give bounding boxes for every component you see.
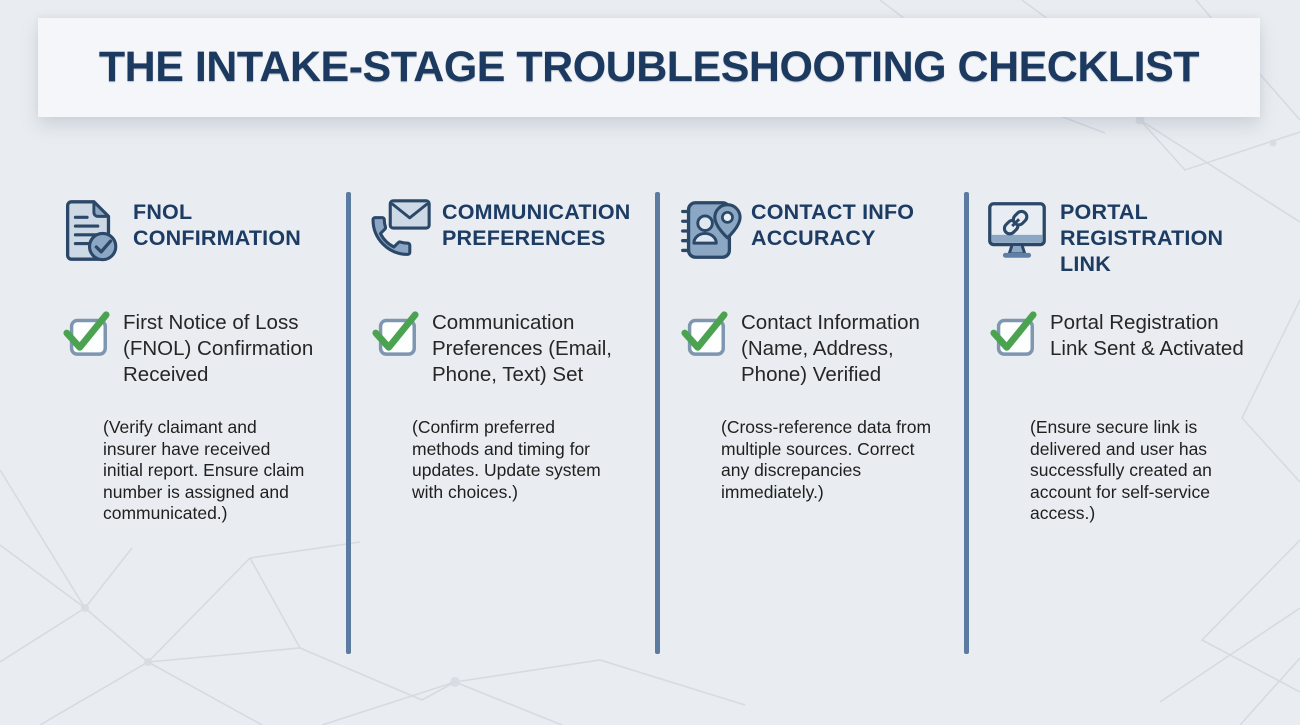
checklist-item-label: Contact Information (Name, Address, Phon… (741, 311, 920, 386)
column-header-row: CONTACT INFO ACCURACY (673, 194, 951, 266)
phone-envelope-icon (364, 194, 434, 266)
column-contact-info-accuracy: CONTACT INFO ACCURACY Contact Informatio… (673, 192, 951, 654)
column-communication-preferences: COMMUNICATION PREFERENCES Communication … (364, 192, 642, 654)
monitor-link-icon (982, 194, 1052, 266)
column-title: FNOL CONFIRMATION (133, 200, 302, 250)
document-check-icon (55, 194, 125, 266)
page-title: THE INTAKE-STAGE TROUBLESHOOTING CHECKLI… (98, 43, 1200, 91)
column-title: COMMUNICATION PREFERENCES (442, 200, 631, 250)
checklist-item-note: (Cross-reference data from multiple sour… (721, 417, 932, 502)
checkbox-portal-link-activated[interactable] (986, 308, 1040, 363)
column-header-row: FNOL CONFIRMATION (55, 194, 333, 266)
column-divider (346, 192, 351, 654)
checkbox-communication-set[interactable] (368, 308, 422, 363)
checklist-item-note: (Confirm preferred methods and timing fo… (412, 417, 601, 502)
column-divider (964, 192, 969, 654)
checklist-item-row: First Notice of Loss (FNOL) Confirmation… (59, 310, 333, 388)
checklist-item-label: First Notice of Loss (FNOL) Confirmation… (123, 311, 314, 386)
checklist-item-row: Portal Registration Link Sent & Activate… (986, 310, 1260, 363)
title-card: THE INTAKE-STAGE TROUBLESHOOTING CHECKLI… (38, 18, 1260, 117)
column-header-row: PORTAL REGISTRATION LINK (982, 194, 1260, 277)
contact-book-location-icon (673, 194, 743, 266)
checklist-item-label: Portal Registration Link Sent & Activate… (1050, 311, 1244, 360)
checklist-item-label: Communication Preferences (Email, Phone,… (432, 311, 613, 386)
checkbox-contact-verified[interactable] (677, 308, 731, 363)
column-portal-registration-link: PORTAL REGISTRATION LINK Portal Registra… (982, 192, 1260, 654)
checkbox-fnol-received[interactable] (59, 308, 113, 363)
column-divider (655, 192, 660, 654)
column-title: PORTAL REGISTRATION LINK (1060, 200, 1224, 276)
checklist-item-note: (Verify claimant and insurer have receiv… (103, 417, 305, 523)
checklist-item-row: Communication Preferences (Email, Phone,… (368, 310, 642, 388)
checklist-item-row: Contact Information (Name, Address, Phon… (677, 310, 951, 388)
checklist-columns: FNOL CONFIRMATION First Notice of Loss (… (55, 192, 1260, 654)
checklist-item-note: (Ensure secure link is delivered and use… (1030, 417, 1212, 523)
column-header-row: COMMUNICATION PREFERENCES (364, 194, 642, 266)
column-fnol-confirmation: FNOL CONFIRMATION First Notice of Loss (… (55, 192, 333, 654)
column-title: CONTACT INFO ACCURACY (751, 200, 915, 250)
